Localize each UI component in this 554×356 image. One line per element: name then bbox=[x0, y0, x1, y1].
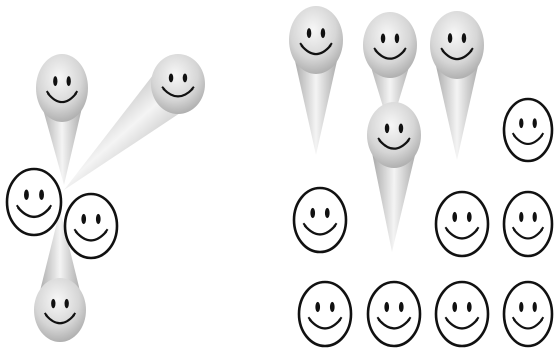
eye-icon bbox=[385, 123, 389, 133]
eye-icon bbox=[533, 118, 537, 128]
eye-icon bbox=[169, 74, 173, 83]
eye-icon bbox=[533, 302, 537, 312]
eye-icon bbox=[321, 28, 325, 38]
cone-smiley-icon bbox=[430, 11, 484, 160]
eye-icon bbox=[53, 76, 57, 86]
cone-smiley-icon bbox=[36, 54, 88, 185]
cone-smiley-icon bbox=[367, 102, 421, 252]
eye-icon bbox=[67, 76, 71, 86]
eye-icon bbox=[384, 302, 389, 312]
eye-icon bbox=[452, 302, 457, 312]
eye-icon bbox=[452, 212, 457, 222]
eye-icon bbox=[467, 302, 472, 312]
eye-icon bbox=[519, 118, 523, 128]
eye-icon bbox=[533, 212, 537, 222]
eye-icon bbox=[307, 28, 311, 38]
eye-icon bbox=[315, 302, 320, 312]
eye-icon bbox=[96, 214, 101, 224]
smiley-face-icon bbox=[368, 282, 420, 346]
eye-icon bbox=[310, 208, 315, 218]
smiley-face-icon bbox=[294, 188, 346, 252]
eye-icon bbox=[81, 214, 86, 224]
smiley-face-icon bbox=[504, 99, 552, 161]
eye-icon bbox=[519, 302, 523, 312]
smiley-face-icon bbox=[436, 192, 488, 256]
eye-icon bbox=[330, 302, 335, 312]
smiley-face-icon bbox=[7, 169, 61, 235]
eye-icon bbox=[399, 302, 404, 312]
eye-icon bbox=[65, 299, 69, 308]
eye-icon bbox=[51, 299, 55, 308]
eye-icon bbox=[24, 189, 29, 200]
eye-icon bbox=[519, 212, 523, 222]
smiley-face-icon bbox=[504, 282, 552, 346]
eye-icon bbox=[39, 189, 44, 200]
eye-icon bbox=[448, 33, 452, 43]
smiley-face-icon bbox=[436, 282, 488, 346]
smiley-face-icon bbox=[299, 282, 351, 346]
eye-icon bbox=[467, 212, 472, 222]
eye-icon bbox=[381, 33, 385, 43]
eye-icon bbox=[183, 74, 187, 83]
eye-icon bbox=[395, 33, 399, 43]
smiley-face-icon bbox=[504, 192, 552, 256]
eye-icon bbox=[462, 33, 466, 43]
cone-smiley-icon bbox=[289, 6, 343, 155]
smiley-face-icon bbox=[65, 194, 117, 258]
eye-icon bbox=[399, 123, 403, 133]
eye-icon bbox=[325, 208, 330, 218]
